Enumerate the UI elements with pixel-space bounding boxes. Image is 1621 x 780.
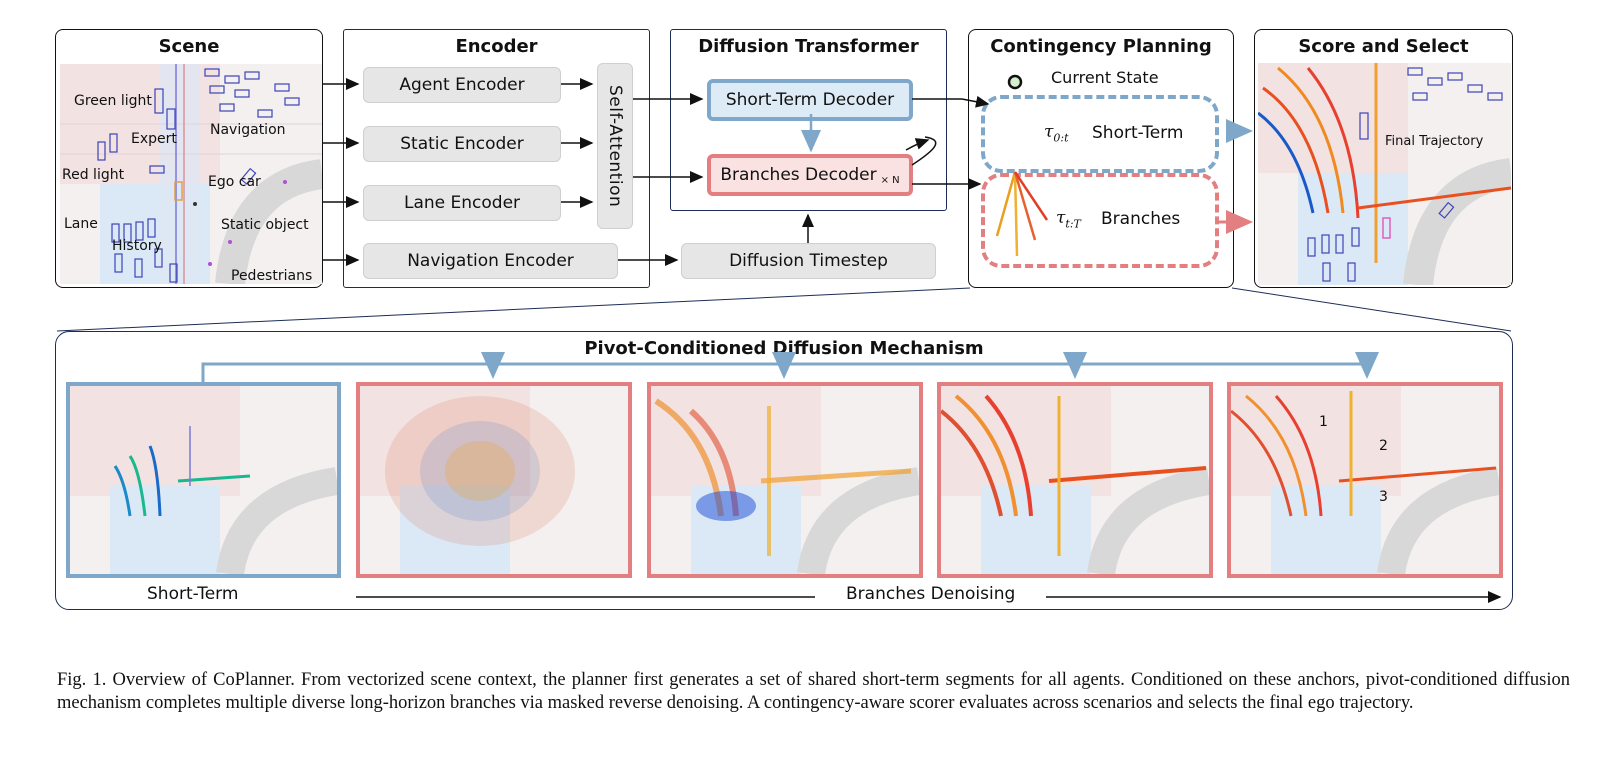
branches-multiplier: × N [880, 174, 900, 186]
encoder-title: Encoder [455, 36, 538, 57]
candidate-2: 2 [1379, 438, 1388, 454]
static-encoder-box: Static Encoder [363, 126, 561, 162]
label-red-light: Red light [62, 167, 125, 183]
lane-encoder-box: Lane Encoder [363, 185, 561, 221]
label-history: History [112, 238, 162, 254]
pivot-step-final: 1 2 3 [1227, 382, 1503, 578]
pivot-title: Pivot-Conditioned Diffusion Mechanism [584, 338, 984, 359]
label-navigation: Navigation [210, 122, 286, 138]
scene-title: Scene [158, 36, 220, 57]
short-term-label: Short-Term [1092, 123, 1184, 143]
short-term-region [981, 95, 1219, 173]
agent-encoder-box: Agent Encoder [363, 67, 561, 103]
pivot-map-5 [1231, 386, 1499, 574]
contingency-title: Contingency Planning [990, 36, 1212, 57]
pivot-map-2 [360, 386, 628, 574]
navigation-encoder-box: Navigation Encoder [363, 243, 618, 279]
pivot-map-1 [70, 386, 337, 574]
pivot-map-3 [651, 386, 919, 574]
score-map [1258, 63, 1511, 285]
diffusion-timestep-box: Diffusion Timestep [681, 243, 936, 279]
scene-map [60, 64, 322, 284]
scene-panel: Scene Green light Navigati [55, 29, 323, 288]
branches-denoising-label: Branches Denoising [846, 584, 1016, 604]
pivot-step-noise [356, 382, 632, 578]
self-attention-box: Self-Attention [597, 63, 633, 229]
final-trajectory-label: Final Trajectory [1385, 134, 1484, 149]
tau-branch-label: τt:T [1056, 208, 1081, 231]
candidate-1: 1 [1319, 414, 1328, 430]
branches-label: Branches [1101, 209, 1181, 229]
pivot-step-denoise-1 [647, 382, 923, 578]
figure-caption: Fig. 1. Overview of CoPlanner. From vect… [57, 670, 1570, 713]
pivot-map-4 [941, 386, 1209, 574]
branches-decoder-label: Branches Decoder [720, 165, 877, 185]
diffusion-panel: Diffusion Transformer Short-Term Decoder… [670, 29, 947, 211]
branches-region [981, 173, 1219, 268]
label-pedestrians: Pedestrians [231, 268, 313, 284]
tau-short-label: τ0:t [1044, 122, 1069, 145]
score-panel: Score and Select Final Trajectory [1254, 29, 1513, 288]
encoder-panel: Encoder Agent Encoder Static Encoder Lan… [343, 29, 650, 288]
contingency-trajectory [995, 74, 1049, 257]
candidate-3: 3 [1379, 489, 1388, 505]
current-state-label: Current State [1051, 68, 1159, 87]
score-title: Score and Select [1298, 36, 1469, 57]
label-lane: Lane [64, 216, 98, 232]
diffusion-title: Diffusion Transformer [698, 36, 919, 57]
pivot-step-short-term [66, 382, 341, 578]
contingency-panel: Contingency Planning Current State τ0:t … [968, 29, 1234, 288]
branches-decoder-box: Branches Decoder × N [707, 154, 913, 196]
label-green-light: Green light [74, 93, 152, 109]
label-ego-car: Ego car [208, 174, 261, 190]
pivot-step-denoise-2 [937, 382, 1213, 578]
label-static-object: Static object [221, 217, 309, 233]
pivot-short-term-label: Short-Term [147, 584, 239, 604]
label-expert: Expert [131, 131, 177, 147]
